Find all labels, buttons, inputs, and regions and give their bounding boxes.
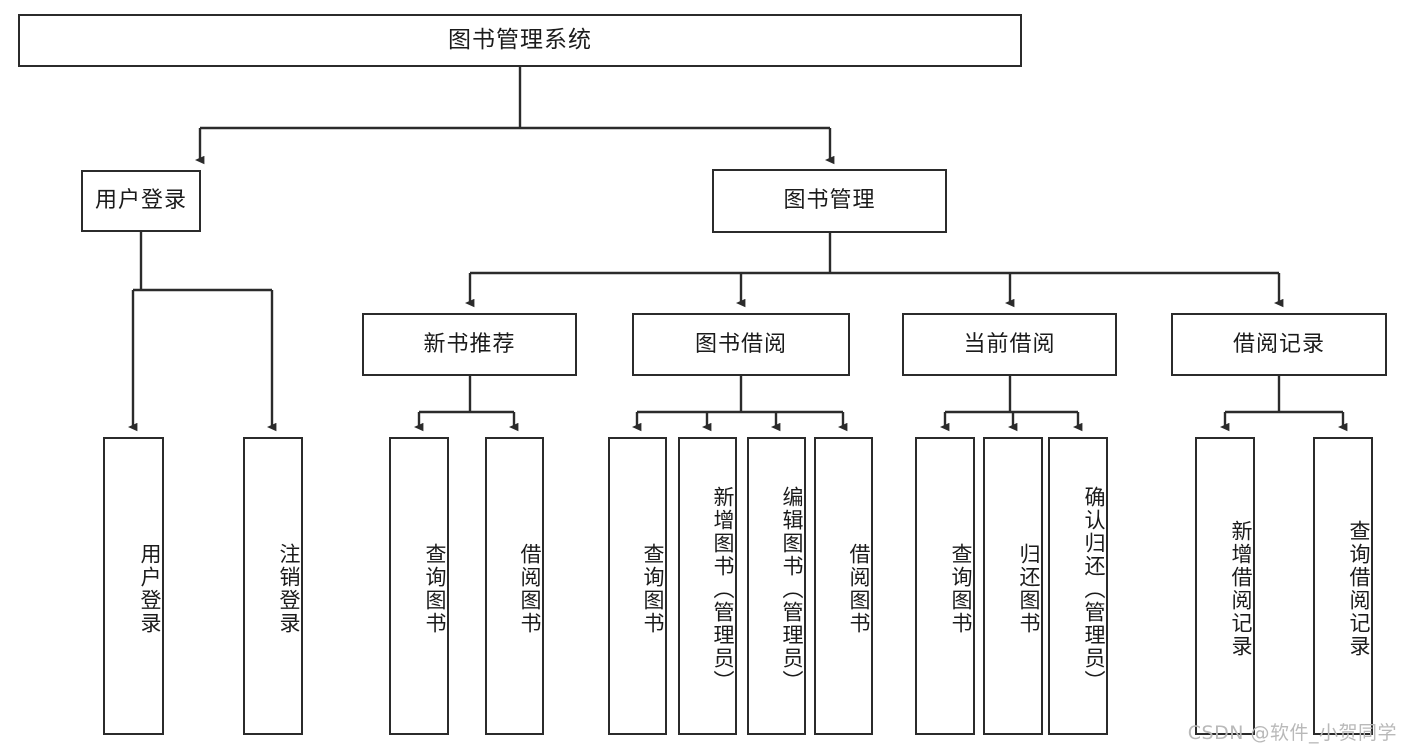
node-leaf-borrow-book-2[interactable]: 借阅图书 bbox=[814, 437, 873, 735]
node-leaf-user-logout[interactable]: 注销登录 bbox=[243, 437, 303, 735]
node-leaf-add-record[interactable]: 新增借阅记录 bbox=[1195, 437, 1255, 735]
node-leaf-user-login-label: 用户登录 bbox=[138, 543, 162, 635]
node-leaf-query-book-3[interactable]: 查询图书 bbox=[915, 437, 975, 735]
node-leaf-borrow-book-1-label: 借阅图书 bbox=[518, 543, 542, 635]
node-leaf-edit-book[interactable]: 编辑图书（管理员） bbox=[747, 437, 806, 735]
node-leaf-return-book-label: 归还图书 bbox=[1017, 543, 1041, 635]
node-leaf-query-record[interactable]: 查询借阅记录 bbox=[1313, 437, 1373, 735]
node-leaf-query-book-2[interactable]: 查询图书 bbox=[608, 437, 667, 735]
node-book-borrow-label: 图书借阅 bbox=[694, 331, 787, 357]
node-root-label: 图书管理系统 bbox=[448, 26, 592, 53]
node-new-book-rec[interactable]: 新书推荐 bbox=[362, 313, 577, 376]
node-leaf-add-book[interactable]: 新增图书（管理员） bbox=[678, 437, 737, 735]
node-current-borrow-label: 当前借阅 bbox=[963, 331, 1056, 357]
node-borrow-record-label: 借阅记录 bbox=[1232, 331, 1325, 357]
node-root[interactable]: 图书管理系统 bbox=[18, 14, 1022, 67]
node-leaf-return-book[interactable]: 归还图书 bbox=[983, 437, 1043, 735]
node-leaf-query-record-label: 查询借阅记录 bbox=[1347, 520, 1371, 658]
node-user-login-label: 用户登录 bbox=[94, 188, 187, 214]
node-leaf-add-book-label: 新增图书（管理员） bbox=[711, 485, 735, 693]
node-leaf-query-book-3-label: 查询图书 bbox=[949, 543, 973, 635]
node-leaf-borrow-book-1[interactable]: 借阅图书 bbox=[485, 437, 544, 735]
node-book-manage[interactable]: 图书管理 bbox=[712, 169, 947, 233]
node-leaf-edit-book-label: 编辑图书（管理员） bbox=[780, 485, 804, 693]
node-leaf-add-record-label: 新增借阅记录 bbox=[1229, 520, 1253, 658]
node-borrow-record[interactable]: 借阅记录 bbox=[1171, 313, 1387, 376]
node-leaf-query-book-2-label: 查询图书 bbox=[641, 543, 665, 635]
node-new-book-rec-label: 新书推荐 bbox=[423, 331, 516, 357]
node-leaf-user-logout-label: 注销登录 bbox=[277, 543, 301, 635]
node-leaf-query-book-1-label: 查询图书 bbox=[423, 543, 447, 635]
node-leaf-user-login[interactable]: 用户登录 bbox=[103, 437, 164, 735]
node-current-borrow[interactable]: 当前借阅 bbox=[902, 313, 1117, 376]
node-book-borrow[interactable]: 图书借阅 bbox=[632, 313, 850, 376]
node-leaf-borrow-book-2-label: 借阅图书 bbox=[847, 543, 871, 635]
watermark: CSDN @软件_小贺同学 bbox=[1187, 722, 1397, 744]
node-leaf-query-book-1[interactable]: 查询图书 bbox=[389, 437, 449, 735]
node-book-manage-label: 图书管理 bbox=[783, 188, 876, 214]
node-user-login[interactable]: 用户登录 bbox=[81, 170, 201, 232]
node-leaf-confirm-return[interactable]: 确认归还（管理员） bbox=[1048, 437, 1108, 735]
node-leaf-confirm-return-label: 确认归还（管理员） bbox=[1082, 485, 1106, 693]
